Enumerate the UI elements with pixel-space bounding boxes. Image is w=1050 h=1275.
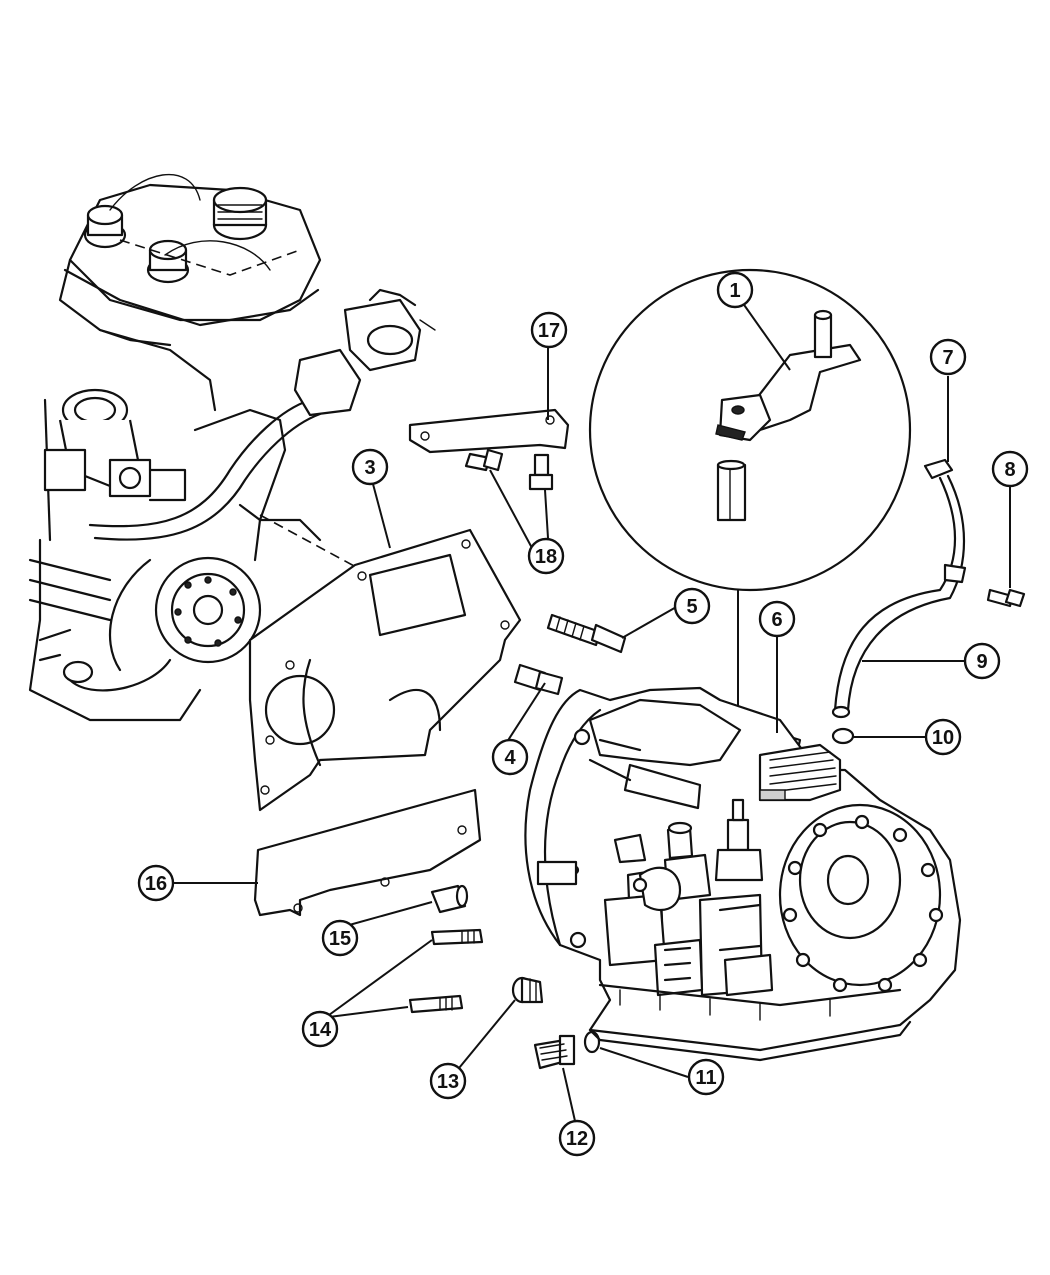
callout-17: 17 [530, 311, 568, 349]
svg-text:15: 15 [329, 928, 351, 950]
callout-10: 10 [924, 718, 962, 756]
svg-text:13: 13 [437, 1071, 459, 1093]
svg-text:7: 7 [942, 347, 953, 369]
pipe-plug [511, 976, 544, 1004]
stud-upper [430, 928, 484, 946]
callout-1: 1 [716, 271, 754, 309]
svg-text:17: 17 [538, 320, 560, 342]
svg-text:10: 10 [932, 727, 954, 749]
stud-lower [408, 994, 464, 1014]
flywheel-plate [248, 528, 522, 812]
callout-9: 9 [963, 642, 1001, 680]
engine-block [28, 173, 436, 722]
o-ring-dipstick [831, 727, 855, 745]
svg-text:12: 12 [566, 1128, 588, 1150]
callout-7: 7 [929, 338, 967, 376]
mount-stud [546, 613, 627, 654]
callout-8: 8 [991, 450, 1029, 488]
svg-text:4: 4 [504, 747, 516, 769]
inspection-cover [253, 788, 482, 917]
support-bracket [408, 408, 570, 491]
callout-4: 4 [491, 738, 529, 776]
svg-text:6: 6 [771, 609, 782, 631]
svg-text:1: 1 [729, 280, 740, 302]
svg-text:9: 9 [976, 651, 987, 673]
callout-13: 13 [429, 1062, 467, 1100]
shift-lever-detail [588, 268, 912, 592]
callout-5: 5 [673, 587, 711, 625]
callout-3: 3 [351, 448, 389, 486]
callout-11: 11 [687, 1058, 725, 1096]
dipstick-tube-bolt [986, 588, 1026, 608]
transaxle-assembly [524, 686, 962, 1062]
callout-14: 14 [301, 1010, 339, 1048]
callout-12: 12 [558, 1119, 596, 1157]
dowel-bushing [430, 884, 469, 914]
callout-16: 16 [137, 864, 175, 902]
dipstick-and-tube [831, 458, 967, 719]
o-ring-small [583, 1030, 601, 1054]
plate-bolt [513, 663, 564, 696]
speed-sensor [533, 1034, 576, 1070]
callout-6: 6 [758, 600, 796, 638]
svg-text:5: 5 [686, 596, 697, 618]
svg-text:3: 3 [364, 457, 375, 479]
svg-text:8: 8 [1004, 459, 1015, 481]
svg-text:16: 16 [145, 873, 167, 895]
svg-text:14: 14 [309, 1019, 332, 1041]
svg-text:11: 11 [695, 1067, 716, 1089]
callout-18: 18 [527, 537, 565, 575]
callout-15: 15 [321, 919, 359, 957]
leader-lines [172, 291, 1011, 1122]
svg-text:18: 18 [535, 546, 557, 568]
